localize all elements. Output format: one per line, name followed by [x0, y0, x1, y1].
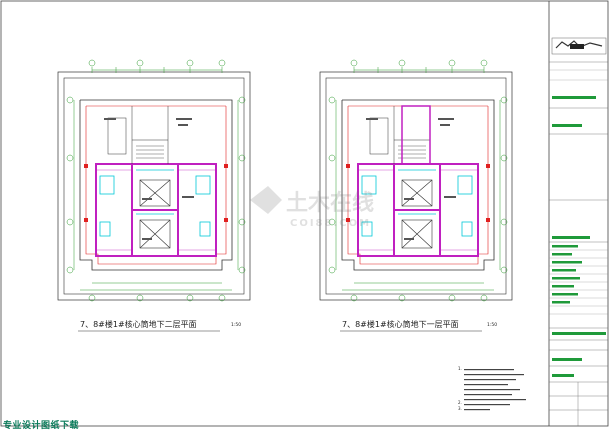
- plan-title-right: 7、8#楼1#核心筒地下一层平面: [342, 319, 459, 329]
- plan-basement-1: [319, 59, 513, 332]
- watermark-brand: 土木在线: [286, 190, 374, 216]
- note-2: 2.: [458, 400, 462, 405]
- note-3: 3.: [458, 406, 462, 411]
- plan-scale-left: 1:50: [231, 322, 241, 328]
- watermark-sub: COI88.COM: [290, 218, 371, 229]
- plan-scale-right: 1:50: [487, 322, 497, 328]
- notes-block: 1. 2. 3.: [458, 366, 526, 411]
- watermark: 土木在线 COI88.COM: [250, 186, 374, 229]
- note-1: 1.: [458, 366, 462, 371]
- bottom-caption: 专业设计图纸下载: [3, 421, 80, 431]
- plan-basement-2: [57, 59, 251, 332]
- plan-title-left: 7、8#楼1#核心筒地下二层平面: [80, 319, 197, 329]
- watermark-logo-icon: [250, 186, 282, 214]
- title-block: [549, 37, 608, 426]
